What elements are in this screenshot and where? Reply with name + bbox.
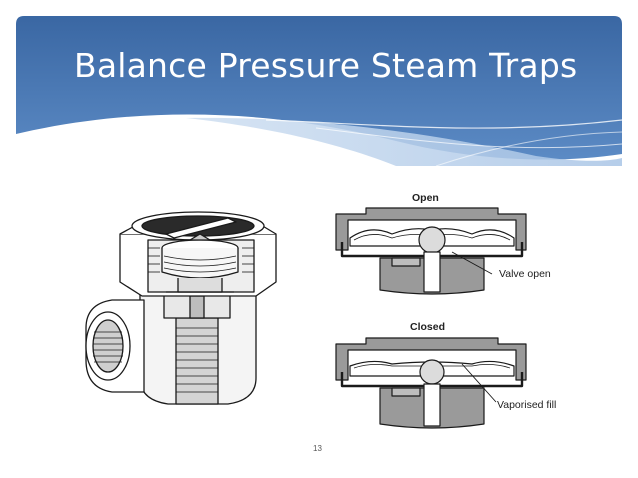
open-state-diagram: [335, 207, 527, 295]
closed-label: Closed: [410, 321, 446, 333]
closed-state-diagram: [335, 337, 527, 429]
vaporised-fill-label: Vaporised fill: [497, 399, 557, 411]
slide-title: Balance Pressure Steam Traps: [74, 46, 578, 85]
open-label: Open: [412, 192, 439, 204]
steam-trap-cutaway-illustration: [85, 211, 277, 405]
valve-open-label: Valve open: [499, 268, 551, 280]
page-number: 13: [313, 444, 322, 453]
header-banner: [16, 16, 622, 166]
